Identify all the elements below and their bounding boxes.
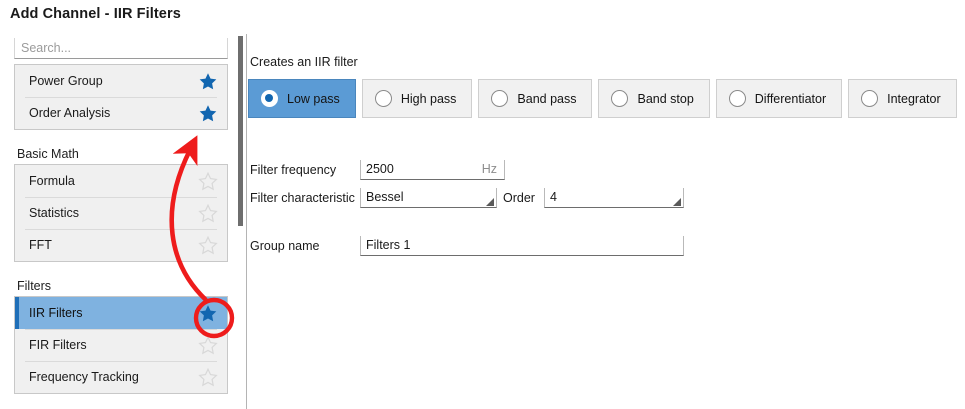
list-item-statistics[interactable]: Statistics	[15, 197, 227, 229]
filter-type-radio-group: Low pass High pass Band pass Band stop D…	[248, 79, 957, 118]
radio-indicator-icon	[374, 90, 392, 107]
star-outline-icon[interactable]	[197, 235, 219, 256]
field-value: 4	[550, 190, 557, 204]
star-outline-icon[interactable]	[197, 367, 219, 388]
input-filter-frequency[interactable]: 2500 Hz	[360, 160, 505, 180]
radio-band-pass[interactable]: Band pass	[478, 79, 593, 118]
list-item-formula[interactable]: Formula	[15, 165, 227, 197]
dropdown-filter-characteristic[interactable]: Bessel	[360, 188, 497, 208]
dropdown-order[interactable]: 4	[544, 188, 684, 208]
panel-divider	[246, 34, 247, 409]
field-unit: Hz	[481, 162, 497, 176]
field-value: Filters 1	[366, 238, 411, 252]
radio-indicator-icon	[261, 90, 278, 107]
list-item-label: IIR Filters	[29, 306, 83, 320]
list-item-label: Order Analysis	[29, 106, 111, 120]
sidebar-group-favorites: Power Group Order Analysis	[14, 64, 228, 130]
page-title: Add Channel - IIR Filters	[10, 6, 181, 22]
sidebar-scrollbar[interactable]	[236, 34, 245, 409]
sidebar-group-list: Power Group Order Analysis	[14, 64, 228, 130]
chevron-down-icon	[486, 198, 494, 206]
radio-indicator-icon	[491, 90, 509, 107]
radio-indicator-icon	[728, 90, 746, 107]
radio-label: High pass	[400, 91, 457, 106]
list-item-iir-filters[interactable]: IIR Filters	[15, 297, 227, 329]
list-item-label: Formula	[29, 174, 75, 188]
radio-label: Band pass	[517, 91, 577, 106]
sidebar-group-header: Basic Math	[17, 147, 79, 161]
radio-band-stop[interactable]: Band stop	[598, 79, 710, 118]
sidebar-group-basic-math: Basic Math Formula Statistics FFT	[14, 144, 228, 262]
sidebar-group-list: Formula Statistics FFT	[14, 164, 228, 262]
channel-type-sidebar: Power Group Order Analysis Basic Math	[0, 34, 236, 409]
sidebar-group-filters: Filters IIR Filters FIR Filters Frequenc…	[14, 276, 228, 394]
radio-indicator-icon	[611, 90, 629, 107]
label-group-name: Group name	[250, 239, 320, 253]
list-item-fir-filters[interactable]: FIR Filters	[15, 329, 227, 361]
sidebar-group-list: IIR Filters FIR Filters Frequency Tracki…	[14, 296, 228, 394]
radio-differentiator[interactable]: Differentiator	[715, 79, 843, 118]
radio-label: Low pass	[287, 91, 340, 106]
radio-low-pass[interactable]: Low pass	[248, 79, 356, 118]
list-item-label: FIR Filters	[29, 338, 87, 352]
list-item-label: Statistics	[29, 206, 80, 220]
list-item-label: Power Group	[29, 74, 103, 88]
field-value: 2500	[366, 162, 394, 176]
radio-high-pass[interactable]: High pass	[361, 79, 473, 118]
star-filled-icon[interactable]	[197, 103, 219, 124]
chevron-down-icon	[673, 198, 681, 206]
description-text: Creates an IIR filter	[250, 55, 358, 69]
search-input-wrapper[interactable]	[14, 38, 228, 59]
label-filter-characteristic: Filter characteristic	[250, 191, 355, 205]
label-filter-frequency: Filter frequency	[250, 163, 337, 177]
star-filled-icon[interactable]	[197, 303, 219, 324]
star-outline-icon[interactable]	[197, 203, 219, 224]
field-value: Bessel	[366, 190, 404, 204]
radio-label: Differentiator	[754, 91, 827, 106]
radio-label: Band stop	[637, 91, 694, 106]
list-item-frequency-tracking[interactable]: Frequency Tracking	[15, 361, 227, 393]
search-input[interactable]	[15, 38, 227, 58]
radio-label: Integrator	[887, 91, 941, 106]
sidebar-group-header: Filters	[17, 279, 52, 293]
list-item-label: Frequency Tracking	[29, 370, 139, 384]
list-item-label: FFT	[29, 238, 52, 252]
radio-integrator[interactable]: Integrator	[848, 79, 957, 118]
star-filled-icon[interactable]	[197, 71, 219, 92]
sidebar-scrollbar-thumb[interactable]	[238, 36, 243, 226]
radio-indicator-icon	[861, 90, 879, 107]
star-outline-icon[interactable]	[197, 335, 219, 356]
list-item-fft[interactable]: FFT	[15, 229, 227, 261]
filter-settings-panel: Creates an IIR filter Low pass High pass…	[248, 34, 965, 409]
list-item-power-group[interactable]: Power Group	[15, 65, 227, 97]
label-order: Order	[503, 191, 535, 205]
star-outline-icon[interactable]	[197, 171, 219, 192]
input-group-name[interactable]: Filters 1	[360, 236, 684, 256]
list-item-order-analysis[interactable]: Order Analysis	[15, 97, 227, 129]
